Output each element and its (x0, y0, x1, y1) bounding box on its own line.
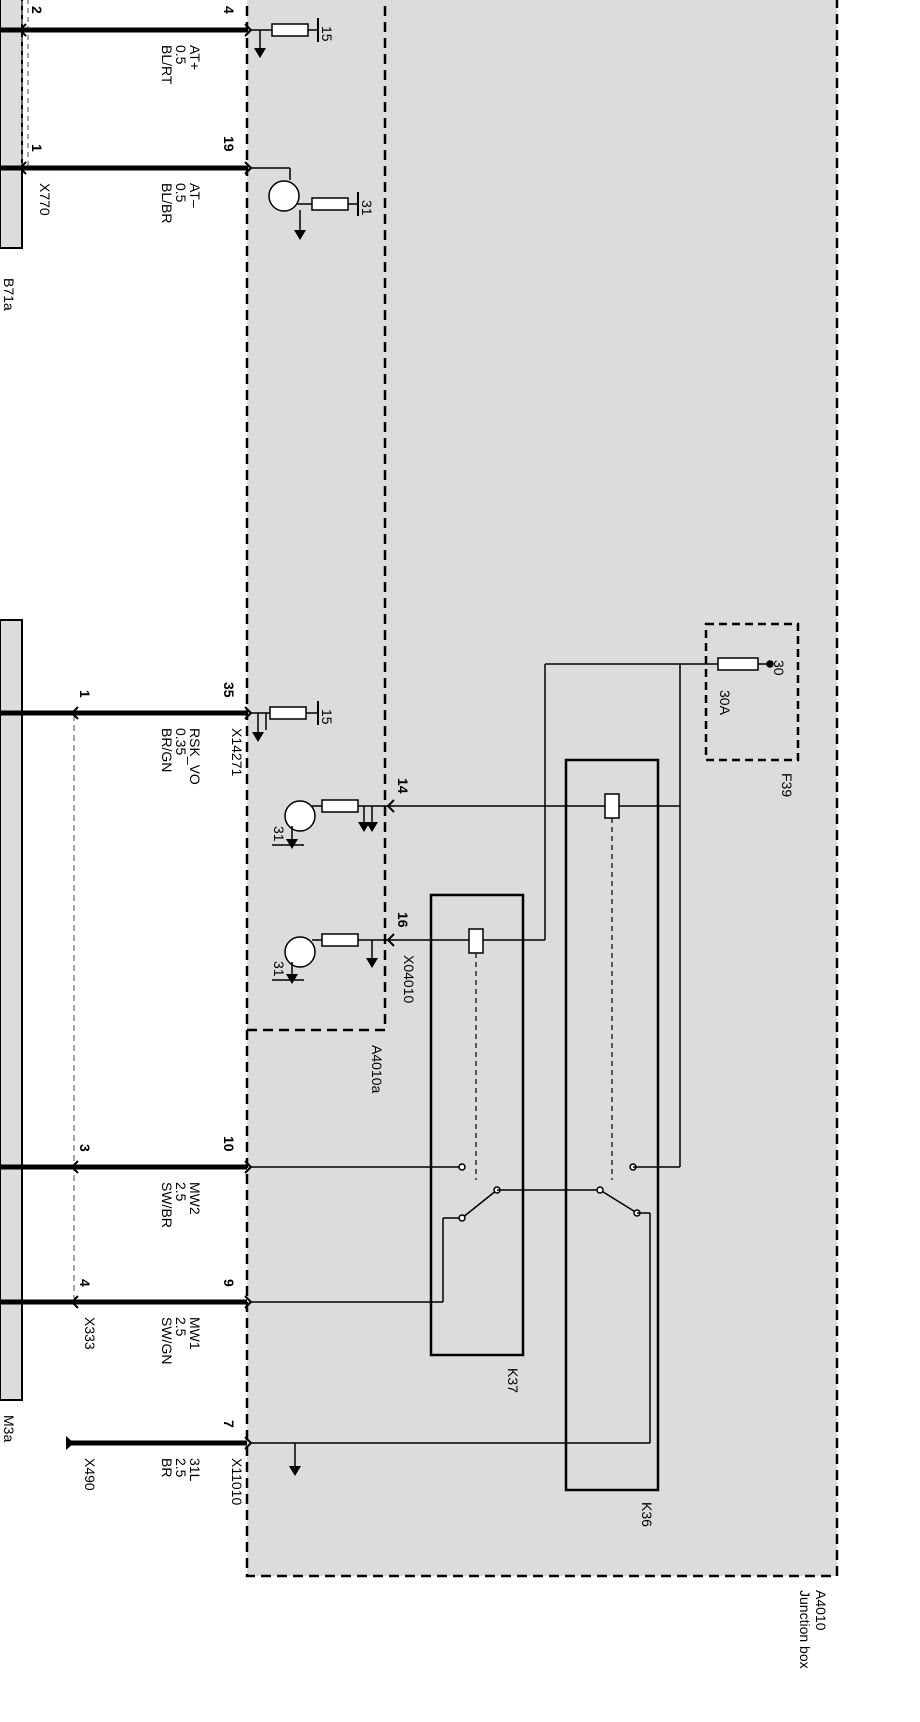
wire-31l-label: 31L2.5BR (159, 1458, 203, 1482)
pin-rsk-vo-box: 35 (221, 682, 237, 698)
pin-at-plus-box: 4 (221, 6, 237, 14)
pin-mw1-left: 4 (77, 1279, 93, 1287)
terminal-31-c: 31 (271, 961, 287, 977)
pin-rsk-vo-left: 1 (77, 690, 93, 698)
fuse-f39-outline (704, 622, 800, 762)
component-b71-label: B71a (1, 278, 17, 311)
connector-x333-label: X333 (82, 1317, 98, 1350)
terminal-31-b: 31 (271, 826, 287, 842)
relay-k36-label: K36 (639, 1502, 655, 1527)
wire-mw2-label: MW22.5SW/BR (159, 1182, 203, 1228)
connector-x770-label: X770 (37, 183, 53, 216)
connector-x490-label: X490 (82, 1458, 98, 1491)
terminal-15-b: 15 (319, 709, 335, 725)
fuse-terminal-30: 30 (771, 660, 787, 676)
pin-14: 14 (395, 778, 411, 794)
connector-x14271-label: X14271 (229, 728, 245, 776)
component-m3-label: M3a (1, 1415, 17, 1442)
pin-at-minus-left: 1 (29, 144, 45, 152)
wire-rsk-vo-label: RSK_VO0.35BR/GN (159, 728, 203, 785)
ground-arrows (252, 48, 378, 1476)
wire-at-plus-label: AT+0.5BL/RT (159, 45, 203, 85)
relay-k37-label: K37 (505, 1368, 521, 1393)
terminal-15-a: 15 (319, 26, 335, 42)
pin-at-minus-box: 19 (221, 136, 237, 152)
fuse-f39-label: F39 (779, 773, 795, 797)
component-m3 (0, 619, 23, 1401)
connector-x04010-label: X04010 (401, 955, 417, 1003)
pin-mw1-box: 9 (221, 1279, 237, 1287)
internal-wiring (251, 18, 774, 1466)
wire-at-minus-label: AT–0.5BL/BR (159, 183, 203, 223)
pin-31l-box: 7 (221, 1420, 237, 1428)
wire-mw1-label: MW12.5SW/GN (159, 1317, 203, 1364)
junction-box-outline (245, 0, 839, 1578)
sub-module-outline (247, 0, 387, 1032)
sub-module-label: A4010a (369, 1045, 385, 1093)
pin-16: 16 (395, 912, 411, 928)
connector-x770-outline (21, 0, 29, 167)
relay-k37 (429, 893, 525, 1357)
fuse-rating-label: 30A (717, 690, 733, 716)
junction-box-description: Junction box (797, 1590, 813, 1669)
relay-k36 (564, 758, 660, 1492)
wire-31l (66, 1436, 247, 1450)
pin-at-plus-left: 2 (29, 6, 45, 14)
connector-x11010-label: X11010 (229, 1458, 245, 1505)
junction-box-name: A4010 (813, 1590, 829, 1631)
component-b71 (0, 0, 23, 249)
pin-mw2-left: 3 (77, 1144, 93, 1152)
pin-mw2-box: 10 (221, 1136, 237, 1152)
terminal-31-a: 31 (359, 200, 375, 216)
